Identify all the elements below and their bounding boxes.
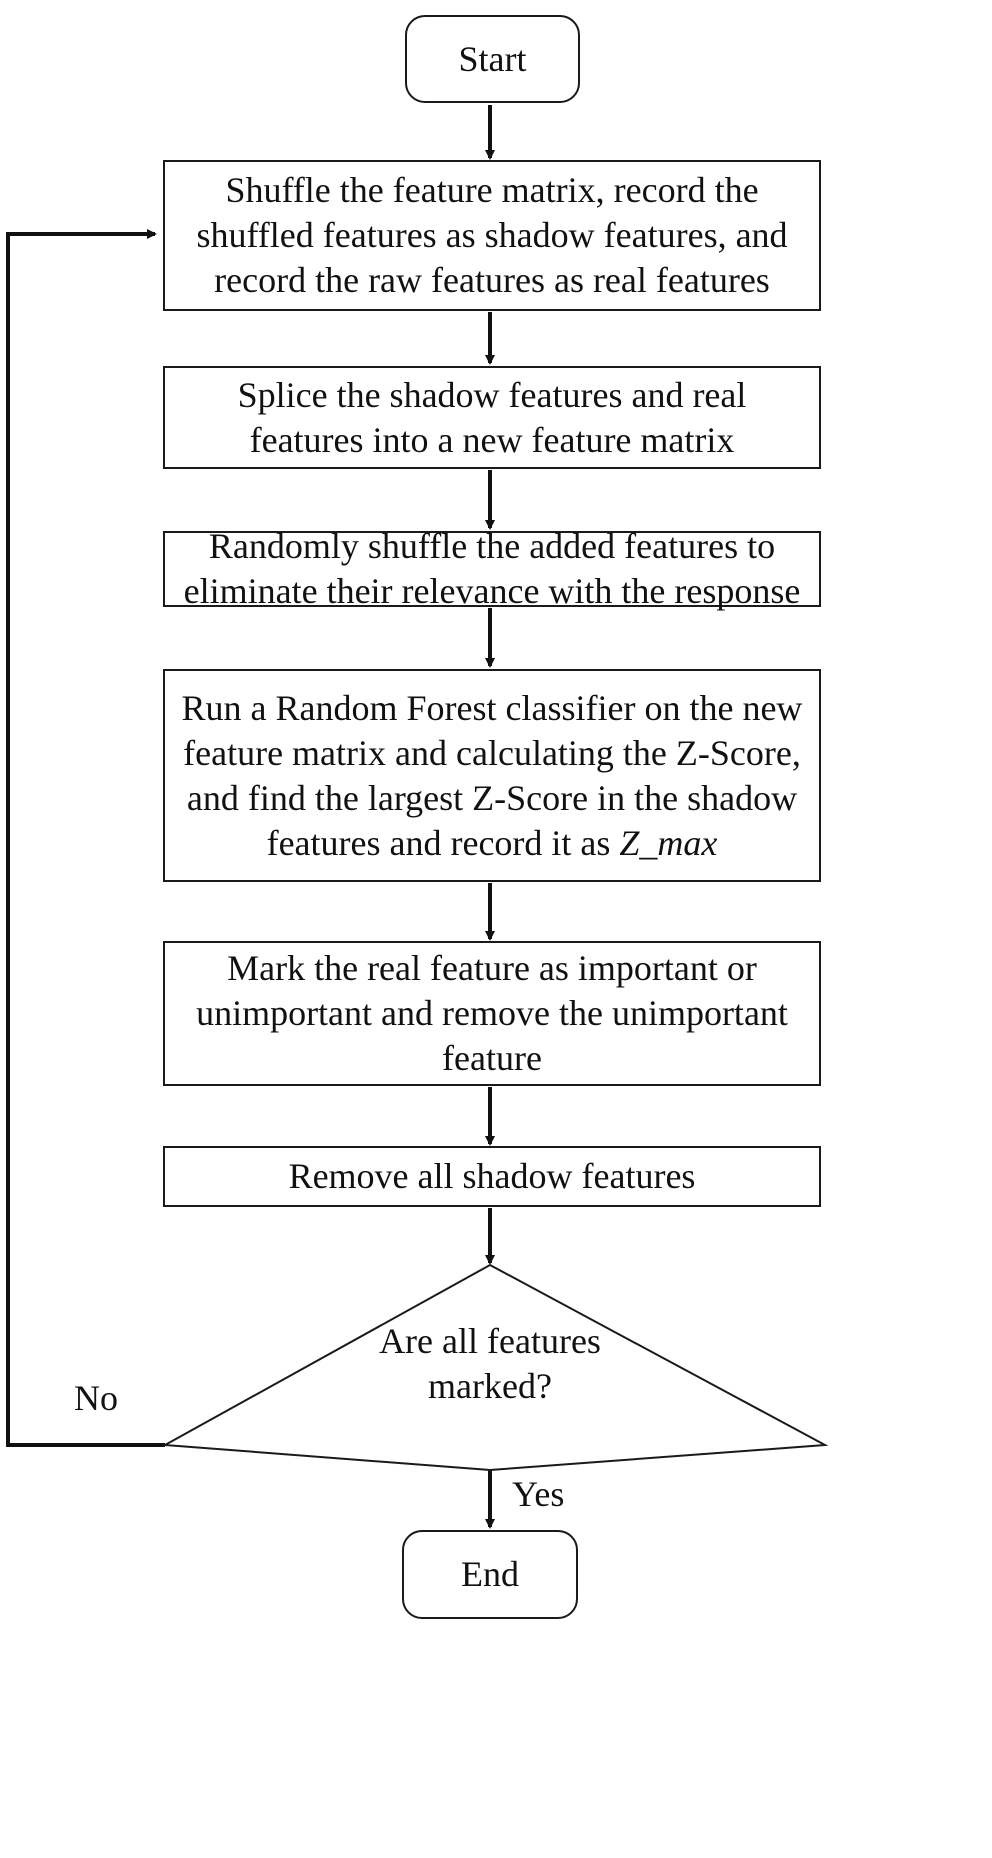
step-splice-features-text: Splice the shadow features and real feat… — [237, 374, 747, 460]
end-label: End — [461, 1554, 519, 1594]
step-random-forest-text: Run a Random Forest classifier on the ne… — [181, 687, 803, 863]
step-mark-features-text: Mark the real feature as important or un… — [196, 948, 788, 1078]
start-terminal: Start — [405, 15, 580, 103]
step-remove-shadow: Remove all shadow features — [163, 1146, 821, 1207]
step-splice-features: Splice the shadow features and real feat… — [163, 366, 821, 469]
step-remove-shadow-text: Remove all shadow features — [288, 1156, 696, 1196]
yes-label: Yes — [512, 1474, 565, 1514]
start-label: Start — [458, 38, 527, 79]
z-max-label: Z_max — [619, 822, 718, 863]
step-shuffle-feature-matrix: Shuffle the feature matrix, record the s… — [163, 160, 821, 311]
step-mark-features: Mark the real feature as important or un… — [163, 941, 821, 1086]
decision-all-marked-text: Are all features marked? — [379, 1321, 601, 1406]
decision-diamond — [161, 1263, 829, 1472]
no-label: No — [74, 1378, 118, 1418]
decision-all-marked: Are all features marked? — [340, 1300, 640, 1428]
step-shuffle-feature-matrix-text: Shuffle the feature matrix, record the s… — [196, 170, 788, 300]
step-random-forest-content: Run a Random Forest classifier on the ne… — [173, 686, 811, 866]
step-randomly-shuffle-text: Randomly shuffle the added features to e… — [183, 526, 801, 611]
end-terminal: End — [402, 1530, 578, 1619]
step-randomly-shuffle: Randomly shuffle the added features to e… — [163, 526, 821, 611]
step-random-forest: Run a Random Forest classifier on the ne… — [163, 669, 821, 882]
arrow-no-loop — [6, 229, 165, 1447]
